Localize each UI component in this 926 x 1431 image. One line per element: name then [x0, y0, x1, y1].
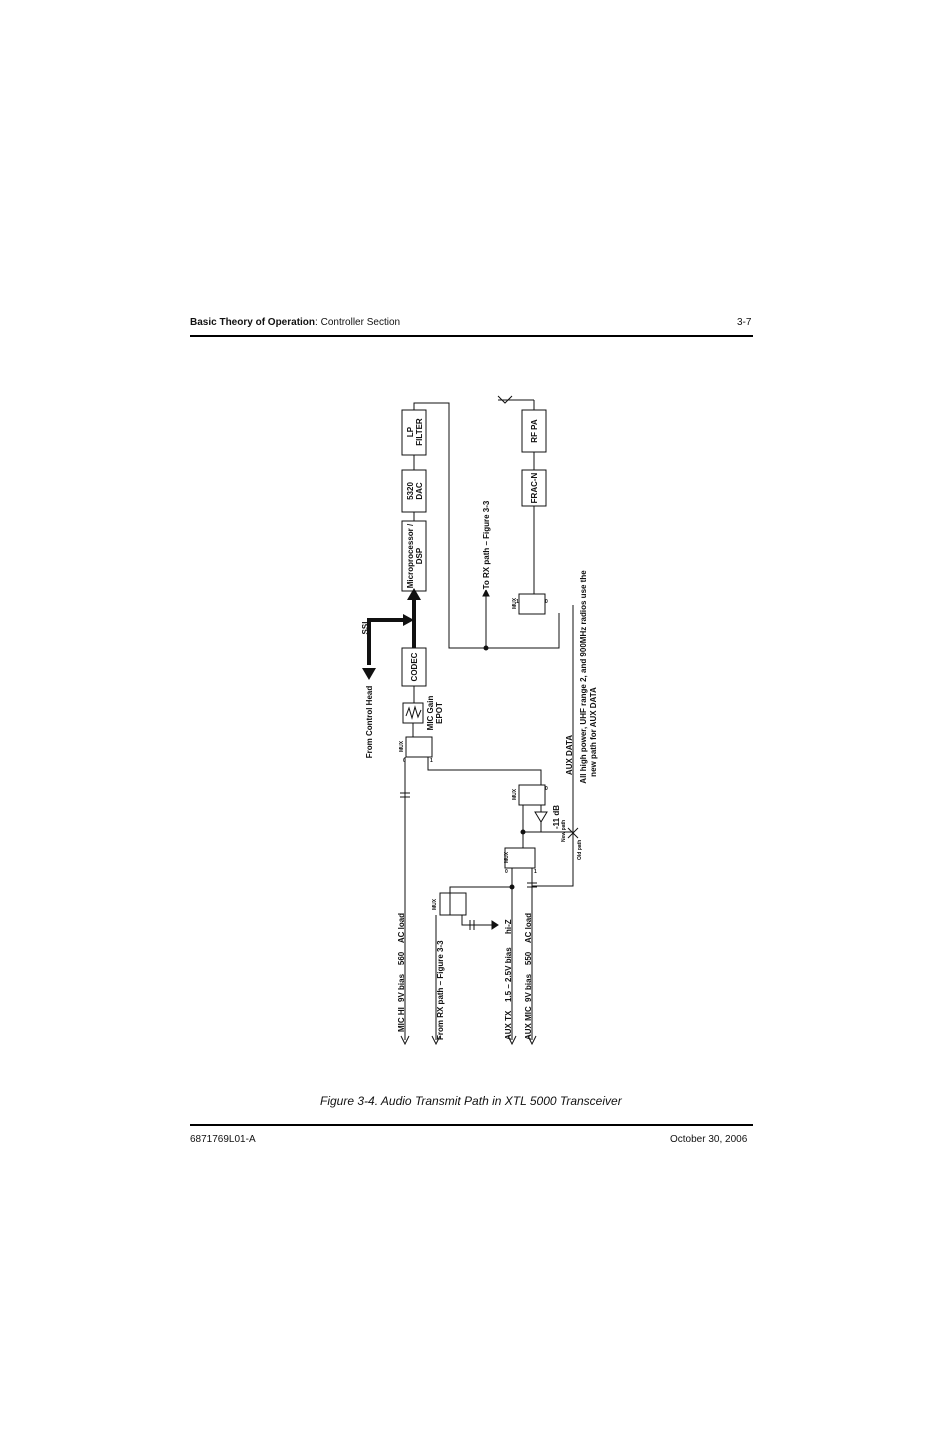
header-separator: : [315, 317, 321, 328]
dsp-label-1: Microprocessor / [406, 523, 415, 588]
rf-pa-label: RF PA [530, 419, 539, 443]
lp-filter-label-2: FILTER [415, 418, 424, 446]
mux-1-sel1: 1 [430, 758, 433, 764]
running-header: Basic Theory of Operation: Controller Se… [190, 317, 400, 328]
figure-caption: Figure 3-4. Audio Transmit Path in XTL 5… [320, 1094, 622, 1108]
aux-tx-label: AUX TX [504, 1010, 513, 1040]
dac-label-2: DAC [415, 482, 424, 500]
header-section-rest: Controller Section [320, 317, 401, 328]
mic-hi-label: MIC HI [397, 1007, 406, 1032]
mux-4 [439, 892, 467, 916]
mux-2 [518, 784, 546, 806]
mux-3-label: MUX [504, 851, 510, 863]
aux-data-label: AUX DATA [565, 735, 574, 775]
lp-filter-label-1: LP [406, 426, 415, 437]
footer-rule [190, 1124, 753, 1126]
document-date: October 30, 2006 [670, 1134, 748, 1145]
to-rx-path-label: To RX path – Figure 3-3 [482, 500, 491, 589]
mux-1-label: MUX [399, 740, 405, 752]
codec-label: CODEC [410, 652, 419, 681]
dac-label-1: 5320 [406, 482, 415, 500]
ssi-label: SSI [361, 622, 370, 635]
mux-2-sel0: 0 [545, 786, 548, 792]
mux-3-sel0: 0 [505, 869, 508, 875]
dsp-label-2: DSP [415, 547, 424, 564]
header-rule [190, 335, 753, 337]
mic-gain-label-2: EPOT [435, 702, 444, 724]
page-number: 3-7 [737, 317, 752, 328]
aux-mic-spec: 9V bias 550 AC load [524, 913, 533, 1002]
mux-4-label: MUX [432, 898, 438, 910]
mux-3 [504, 847, 536, 869]
aux-mic-label: AUX MIC [524, 1006, 533, 1040]
document-number: 6871769L01-A [190, 1134, 256, 1145]
gain-label: -11 dB [552, 805, 561, 829]
aux-tx-spec: 1.5 – 2.5V bias hi-Z [504, 919, 513, 1002]
mux-3-sel1: 1 [534, 869, 537, 875]
mic-hi-spec: 9V bias 560 AC load [397, 913, 406, 1002]
gain-amplifier [534, 811, 548, 823]
note-line-2: new path for AUX DATA [589, 687, 598, 777]
header-section-bold: Basic Theory of Operation [190, 317, 316, 328]
frac-n-label: FRAC-N [530, 472, 539, 503]
mux-tx-label: MUX [512, 597, 518, 609]
mux-tx-sel0: 0 [545, 599, 548, 605]
mux-2-label: MUX [512, 788, 518, 800]
mux-1-sel0: 0 [403, 758, 406, 764]
old-path-label: Old path [577, 840, 583, 860]
mux-tx [518, 593, 546, 615]
mux-tx-sel1: 1 [516, 599, 519, 605]
from-rx-path-label: From RX path – Figure 3-3 [436, 940, 445, 1040]
from-control-head-label: From Control Head [365, 686, 374, 759]
mux-1 [405, 736, 433, 758]
new-path-label: New path [561, 820, 567, 842]
mic-gain-label-1: MIC Gain [426, 696, 435, 731]
note-line-1: All high power, UHF range 2, and 900MHz … [579, 570, 588, 784]
